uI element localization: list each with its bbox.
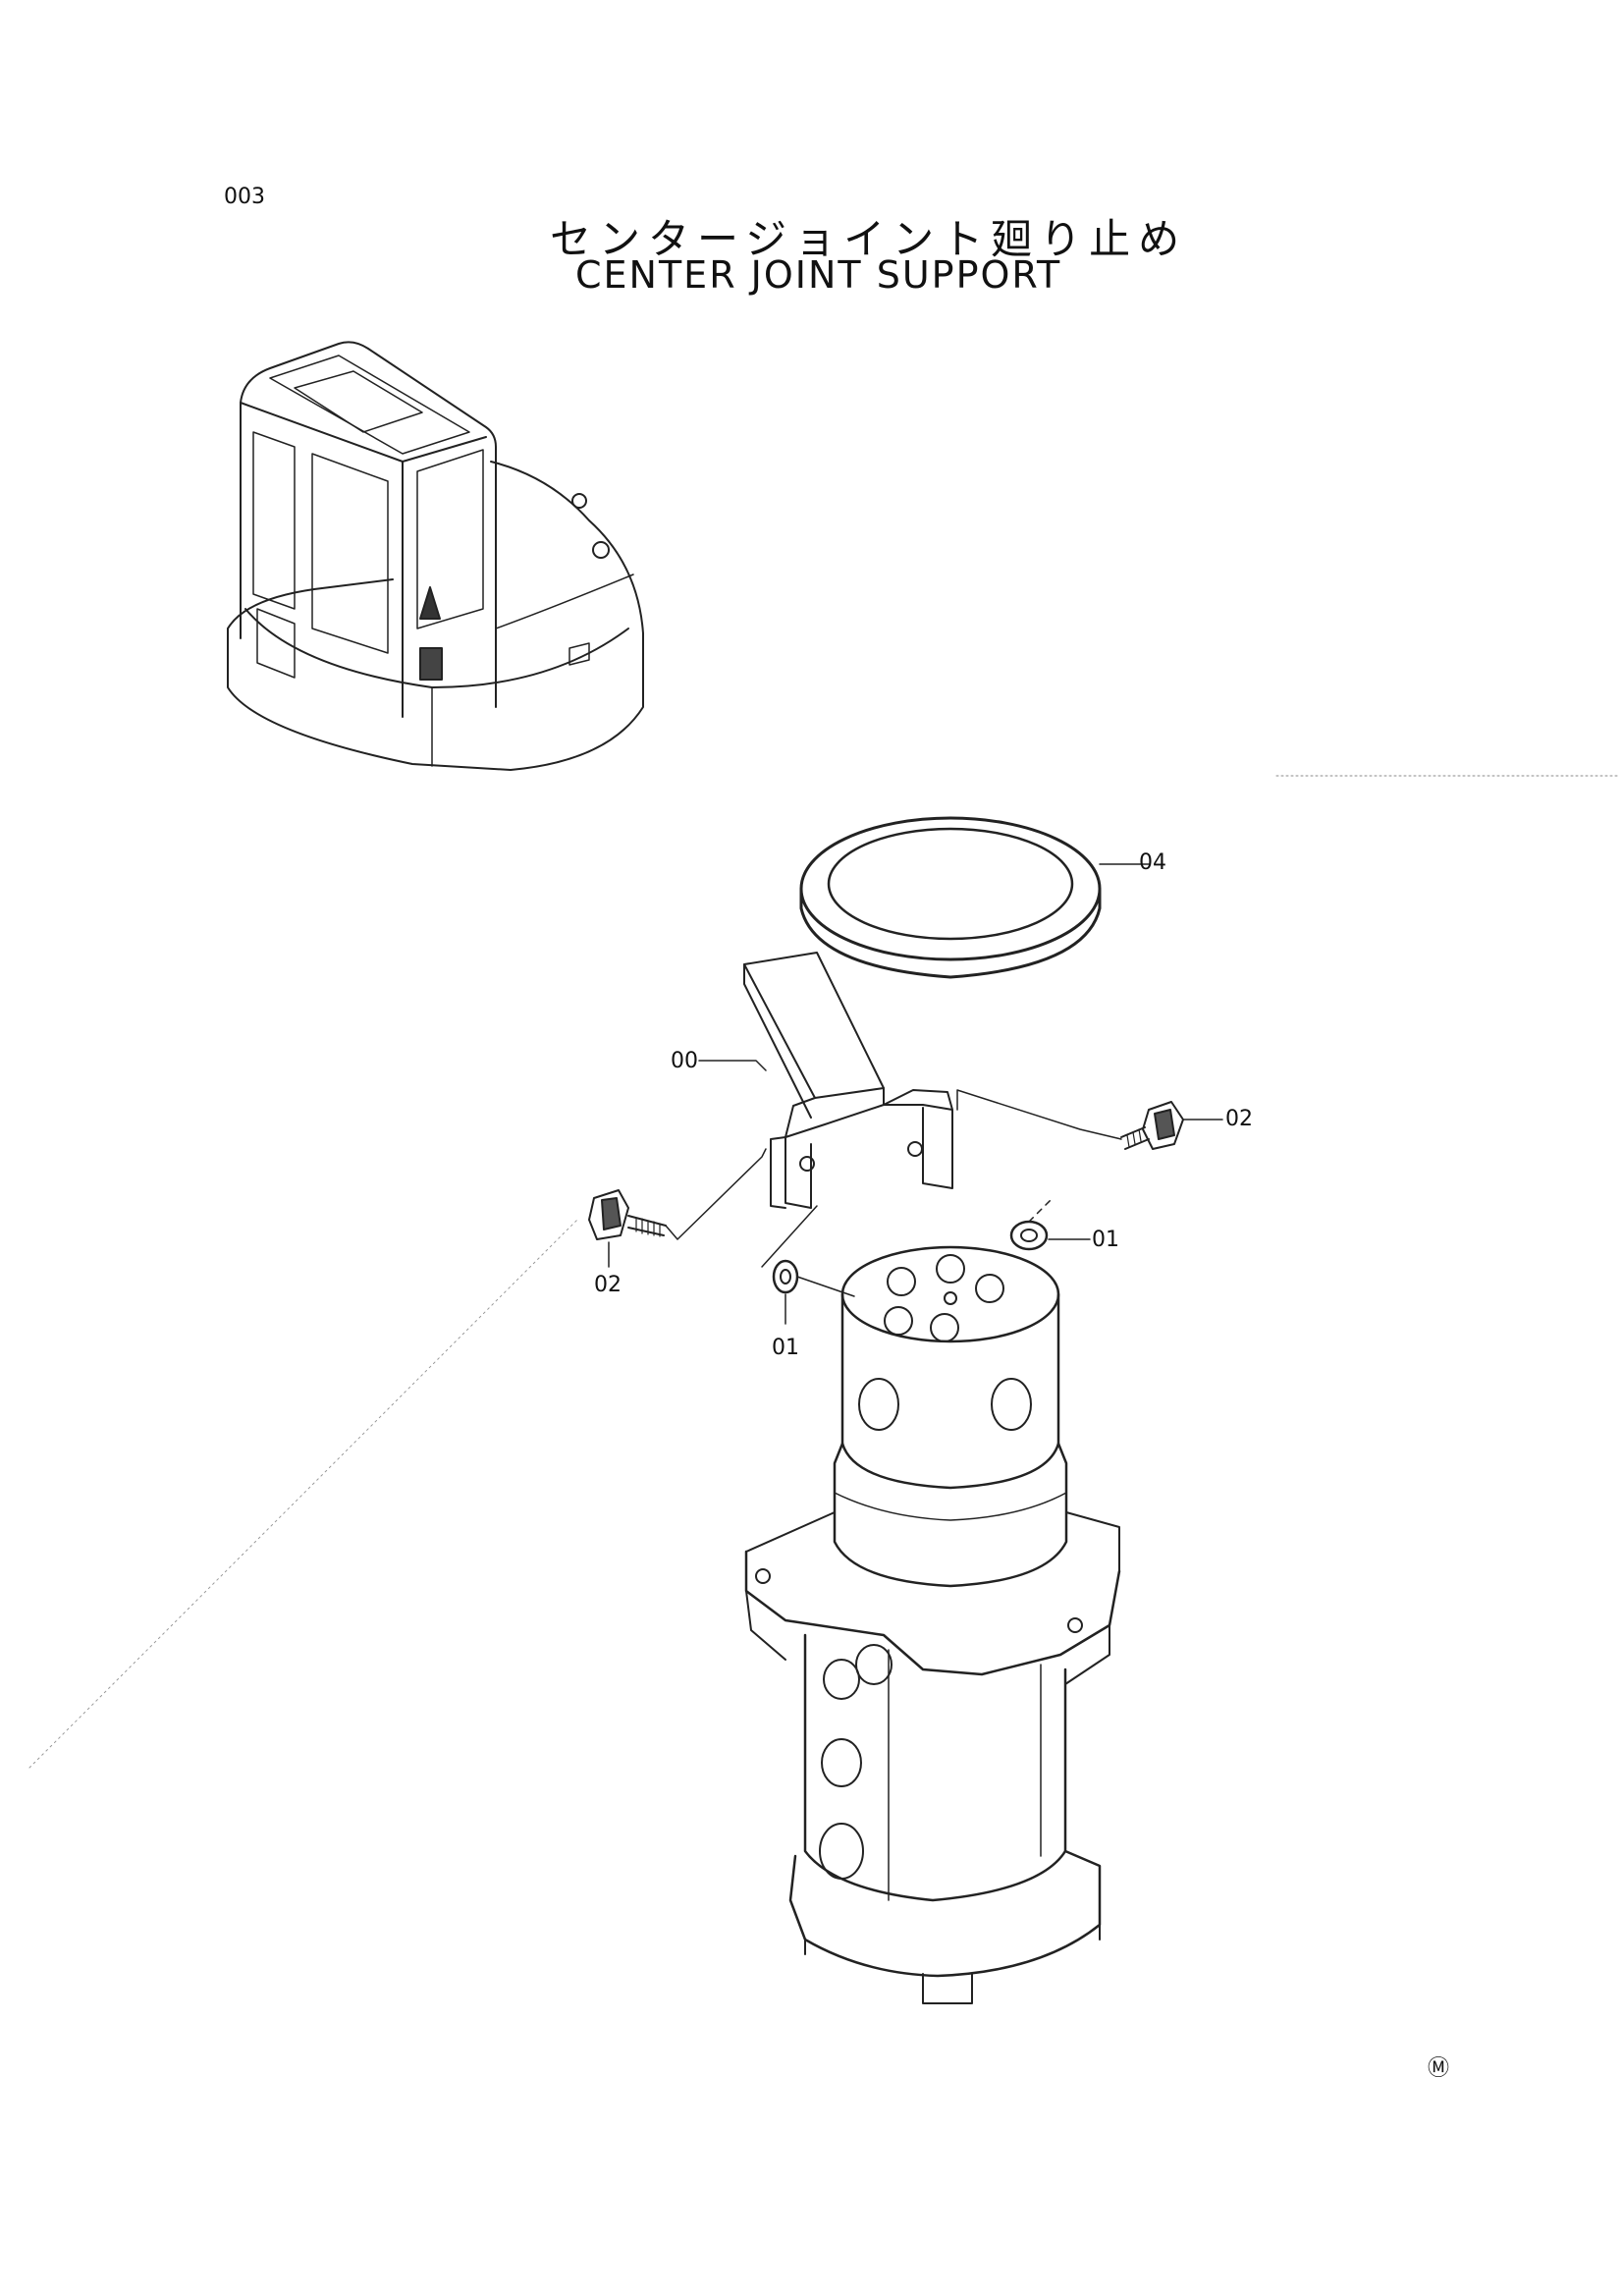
scan-artifact-diagonal [29,1218,579,1768]
leader-line-part-00 [699,1061,766,1070]
callout-part-01-right: 01 [1092,1228,1119,1252]
center-joint-body [746,1247,1119,2003]
bolt-left-part-02 [589,1149,766,1239]
excavator-location-view [228,342,643,770]
title-english: CENTER JOINT SUPPORT [575,253,1062,297]
callout-part-02-right: 02 [1225,1107,1253,1131]
callout-part-02-left: 02 [594,1273,622,1297]
corner-mark: Ⓜ [1428,2056,1450,2081]
washer-right-part-01 [1011,1200,1090,1249]
bolt-right-part-02 [957,1090,1222,1149]
seal-ring-part-04 [801,818,1149,977]
page-number: 003 [224,185,265,209]
callout-part-04: 04 [1139,850,1166,875]
title-japanese: センタージョイント廻り止め [550,215,1188,263]
callout-part-00: 00 [671,1049,698,1073]
stopper-bracket-part-00 [744,953,952,1208]
callout-part-01-left: 01 [772,1336,799,1360]
washer-left-part-01 [762,1206,854,1324]
